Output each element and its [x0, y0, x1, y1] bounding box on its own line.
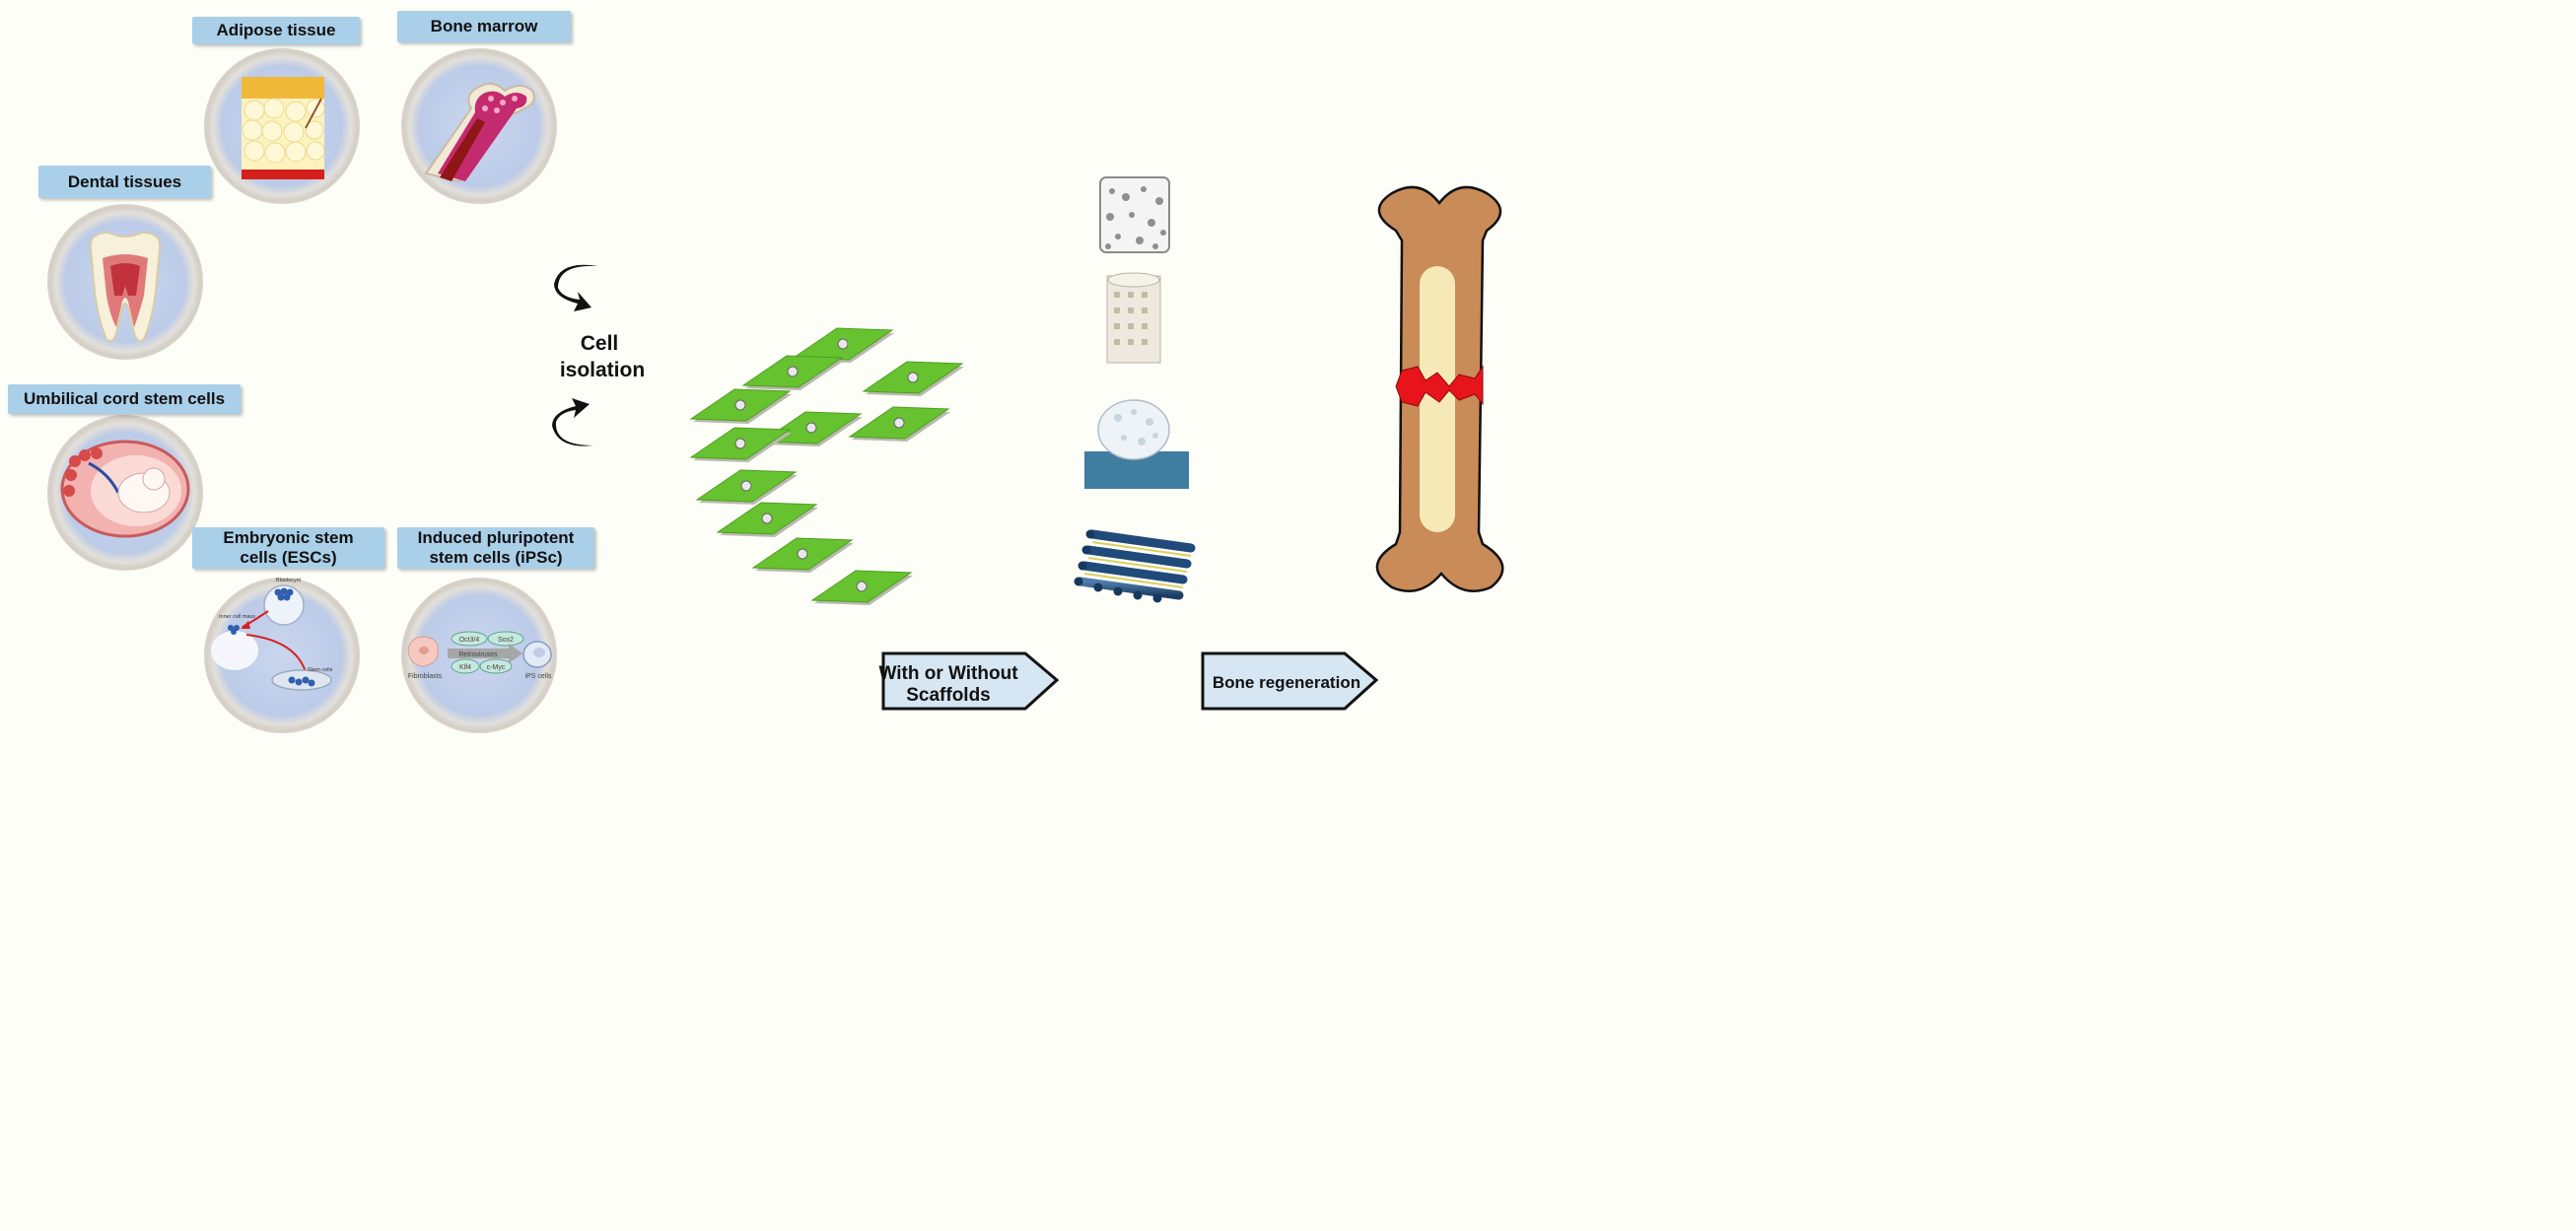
- diagram-canvas: With or Without Scaffolds Bone regenerat…: [47, 48, 1504, 733]
- ipsc-illustration: [401, 578, 557, 733]
- label-embryonic-line2: cells (ESCs): [240, 548, 337, 567]
- cell-nucleus: [761, 513, 773, 524]
- label-embryonic-stem-cells: Embryonic stem cells (ESCs): [192, 527, 384, 569]
- retroviruses-label: Retroviruses: [458, 651, 498, 658]
- scaffold-3d-printed: [1074, 529, 1196, 603]
- label-umbilical-cord: Umbilical cord stem cells: [8, 384, 241, 414]
- label-dental-tissues: Dental tissues: [38, 166, 211, 198]
- bone-marrow-illustration: [401, 48, 557, 204]
- fibroblasts-label: Fibroblasts: [408, 673, 443, 680]
- adipose-tissue-illustration: [204, 48, 360, 204]
- curved-arrow-top-icon: [554, 264, 597, 311]
- oct-label: Oct3/4: [459, 637, 480, 644]
- inner-cell-mass-label: Inner cell mass: [219, 614, 255, 620]
- cell-nucleus: [805, 422, 817, 434]
- myc-label: c-Myc: [487, 664, 506, 671]
- cell-nucleus: [787, 366, 799, 377]
- cell-nucleus: [734, 399, 746, 411]
- dental-tissue-illustration: [47, 204, 203, 360]
- scaffold-porous-block: [1099, 176, 1170, 253]
- label-ipsc: Induced pluripotent stem cells (iPSc): [397, 527, 594, 569]
- sox-label: Sox2: [498, 637, 514, 644]
- label-ipsc-line2: stem cells (iPSc): [429, 548, 563, 567]
- umbilical-cord-illustration: [47, 415, 203, 571]
- curved-arrow-bottom-icon: [552, 398, 593, 446]
- label-embryonic-line1: Embryonic stem: [223, 528, 354, 547]
- bone-regeneration-arrow: Bone regeneration: [1201, 651, 1379, 711]
- stem-cells-label: Stem cells: [308, 667, 333, 673]
- cell-nucleus: [740, 480, 752, 492]
- cell-isolation-line1: Cell: [581, 332, 619, 355]
- klf-label: Klf4: [459, 664, 471, 671]
- scaffold-sponge: [1084, 399, 1189, 489]
- scaffolds-arrow-line1: With or Without: [878, 663, 1018, 684]
- cell-nucleus: [893, 417, 905, 429]
- cell-nucleus: [907, 372, 919, 383]
- cultured-cells-group: [689, 327, 964, 605]
- cell-nucleus: [837, 338, 849, 350]
- label-bone-marrow: Bone marrow: [397, 11, 571, 42]
- embryonic-stem-cells-illustration: [204, 578, 360, 733]
- cell-nucleus: [734, 438, 746, 449]
- scaffold-cylinder: [1106, 272, 1161, 364]
- ips-cells-label: iPS cells: [525, 673, 552, 680]
- scaffolds-arrow: With or Without Scaffolds: [878, 651, 1060, 711]
- cell-nucleus: [797, 548, 808, 560]
- bone-regeneration-arrow-label: Bone regeneration: [1213, 673, 1360, 692]
- blastocyst-label: Blastocyst: [276, 578, 302, 583]
- label-ipsc-line1: Induced pluripotent: [417, 528, 575, 547]
- diagram-stage: With or Without Scaffolds Bone regenerat…: [0, 0, 1546, 738]
- scaffolds-arrow-line2: Scaffolds: [906, 685, 991, 706]
- cell-isolation-line2: isolation: [560, 359, 645, 381]
- label-adipose-tissue: Adipose tissue: [192, 17, 360, 44]
- cell-nucleus: [856, 581, 868, 592]
- bone-regeneration-illustration: [1375, 185, 1504, 592]
